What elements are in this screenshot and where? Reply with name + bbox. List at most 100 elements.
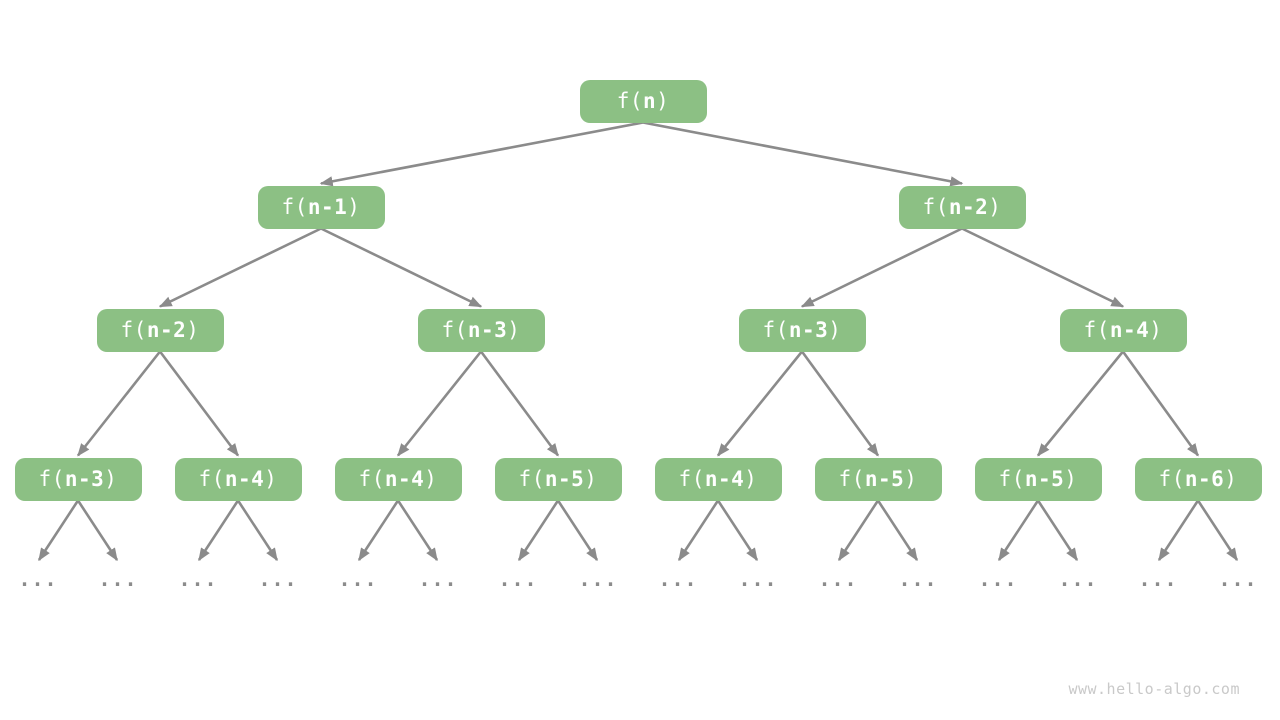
tree-node: f(n-3) [417, 308, 545, 352]
edge-arrow [876, 499, 919, 562]
tree-node: f(n-6) [1134, 457, 1262, 501]
node-label-term: n-4 [1109, 318, 1150, 342]
tree-node: f(n-5) [494, 457, 622, 501]
edge-arrow [76, 499, 119, 562]
node-label-suffix: ) [264, 467, 278, 491]
edge-arrow [158, 227, 322, 308]
ellipsis-leaf: ... [738, 567, 778, 591]
node-label-suffix: ) [656, 89, 670, 113]
node-label-suffix: ) [744, 467, 758, 491]
ellipsis-leaf: ... [1138, 567, 1178, 591]
node-label-term: n-3 [467, 318, 508, 342]
ellipsis-leaf: ... [498, 567, 538, 591]
edge-arrow [1157, 499, 1200, 562]
node-label-term: n [642, 89, 657, 113]
edge-arrow [837, 499, 880, 562]
node-label-suffix: ) [584, 467, 598, 491]
node-label-suffix: ) [988, 195, 1002, 219]
edge-arrow [1036, 499, 1079, 562]
node-label-suffix: ) [186, 318, 200, 342]
edge-arrow [396, 350, 483, 457]
node-label-prefix: f( [281, 195, 308, 219]
tree-node: f(n-3) [14, 457, 142, 501]
node-label-term: n-5 [544, 467, 585, 491]
node-label-prefix: f( [1158, 467, 1185, 491]
edge-arrow [320, 227, 483, 308]
edge-arrow [37, 499, 80, 562]
tree-node: f(n) [579, 79, 707, 123]
node-label-term: n-5 [864, 467, 905, 491]
node-label-term: n-5 [1024, 467, 1065, 491]
edge-arrow [716, 350, 804, 457]
edge-arrow [236, 499, 279, 562]
ellipsis-leaf: ... [418, 567, 458, 591]
node-label-term: n-2 [146, 318, 187, 342]
node-label-term: n-4 [704, 467, 745, 491]
node-label-suffix: ) [507, 318, 521, 342]
edge-arrow [800, 227, 963, 308]
ellipsis-leaf: ... [978, 567, 1018, 591]
tree-node: f(n-4) [1059, 308, 1187, 352]
node-label-suffix: ) [424, 467, 438, 491]
tree-node: f(n-5) [814, 457, 942, 501]
node-label-prefix: f( [198, 467, 225, 491]
node-label-prefix: f( [441, 318, 468, 342]
tree-node: f(n-3) [738, 308, 866, 352]
node-label-prefix: f( [518, 467, 545, 491]
edge-arrow [1196, 499, 1239, 562]
edge-arrow [1036, 350, 1125, 457]
node-label-suffix: ) [828, 318, 842, 342]
edge-arrow [1121, 350, 1200, 457]
node-label-term: n-4 [224, 467, 265, 491]
node-label-prefix: f( [922, 195, 949, 219]
edge-arrow [642, 121, 964, 187]
node-label-prefix: f( [838, 467, 865, 491]
ellipsis-leaf: ... [578, 567, 618, 591]
node-label-prefix: f( [38, 467, 65, 491]
node-label-prefix: f( [358, 467, 385, 491]
edge-arrow [76, 350, 162, 457]
node-label-term: n-4 [384, 467, 425, 491]
tree-node: f(n-2) [898, 185, 1026, 229]
node-label-suffix: ) [347, 195, 361, 219]
edge-arrow [319, 121, 644, 187]
edge-arrow [479, 350, 560, 457]
edge-arrow [357, 499, 400, 562]
ellipsis-leaf: ... [818, 567, 858, 591]
node-label-prefix: f( [998, 467, 1025, 491]
node-label-prefix: f( [762, 318, 789, 342]
ellipsis-leaf: ... [1218, 567, 1258, 591]
edge-arrow [677, 499, 720, 562]
ellipsis-leaf: ... [658, 567, 698, 591]
edge-arrow [997, 499, 1040, 562]
edge-arrow [800, 350, 880, 457]
tree-node: f(n-4) [334, 457, 462, 501]
node-label-suffix: ) [1064, 467, 1078, 491]
ellipsis-leaf: ... [898, 567, 938, 591]
tree-node: f(n-1) [257, 185, 385, 229]
node-label-prefix: f( [616, 89, 643, 113]
node-label-term: n-3 [64, 467, 105, 491]
tree-node: f(n-4) [174, 457, 302, 501]
watermark: www.hello-algo.com [1068, 680, 1240, 698]
ellipsis-leaf: ... [18, 567, 58, 591]
edge-arrow [556, 499, 599, 562]
ellipsis-leaf: ... [178, 567, 218, 591]
edge-arrow [716, 499, 759, 562]
node-label-prefix: f( [1083, 318, 1110, 342]
node-label-prefix: f( [678, 467, 705, 491]
ellipsis-leaf: ... [258, 567, 298, 591]
tree-node: f(n-5) [974, 457, 1102, 501]
edge-arrow [158, 350, 240, 457]
node-label-suffix: ) [104, 467, 118, 491]
ellipsis-leaf: ... [338, 567, 378, 591]
node-label-term: n-2 [948, 195, 989, 219]
node-label-term: n-1 [307, 195, 348, 219]
node-label-prefix: f( [120, 318, 147, 342]
node-label-suffix: ) [904, 467, 918, 491]
tree-node: f(n-4) [654, 457, 782, 501]
ellipsis-leaf: ... [98, 567, 138, 591]
edge-arrow [961, 227, 1125, 308]
